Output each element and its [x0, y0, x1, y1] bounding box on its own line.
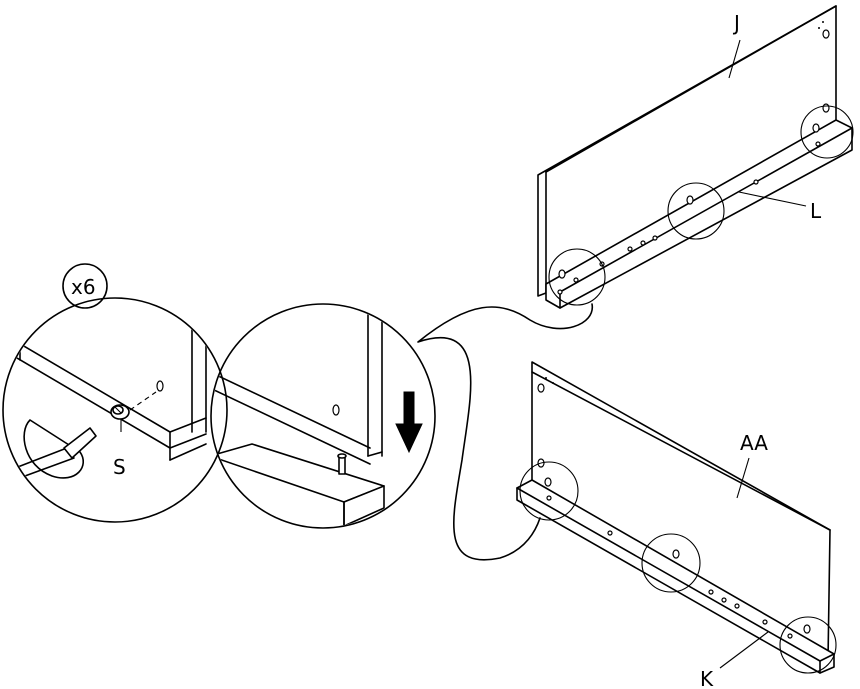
detail-circle-cam-lock [2, 297, 228, 523]
label-s: S [113, 455, 126, 479]
callout-connector [417, 303, 593, 561]
quantity-badge: x6 [62, 263, 108, 309]
label-k: K [700, 667, 714, 689]
arrow-down-icon [395, 391, 423, 454]
label-aa: AA [740, 431, 768, 455]
svg-text:x6: x6 [71, 275, 96, 299]
cam-lock-icon [110, 404, 130, 420]
label-j: J [732, 11, 740, 35]
dowel-pin-icon [337, 453, 347, 475]
detail-circle-dowel [210, 303, 436, 529]
label-l: L [810, 199, 822, 223]
upper-panel-assembly [537, 5, 854, 309]
lower-panel-assembly [516, 361, 837, 674]
screwdriver-icon [9, 419, 97, 481]
rail-k [516, 479, 835, 674]
